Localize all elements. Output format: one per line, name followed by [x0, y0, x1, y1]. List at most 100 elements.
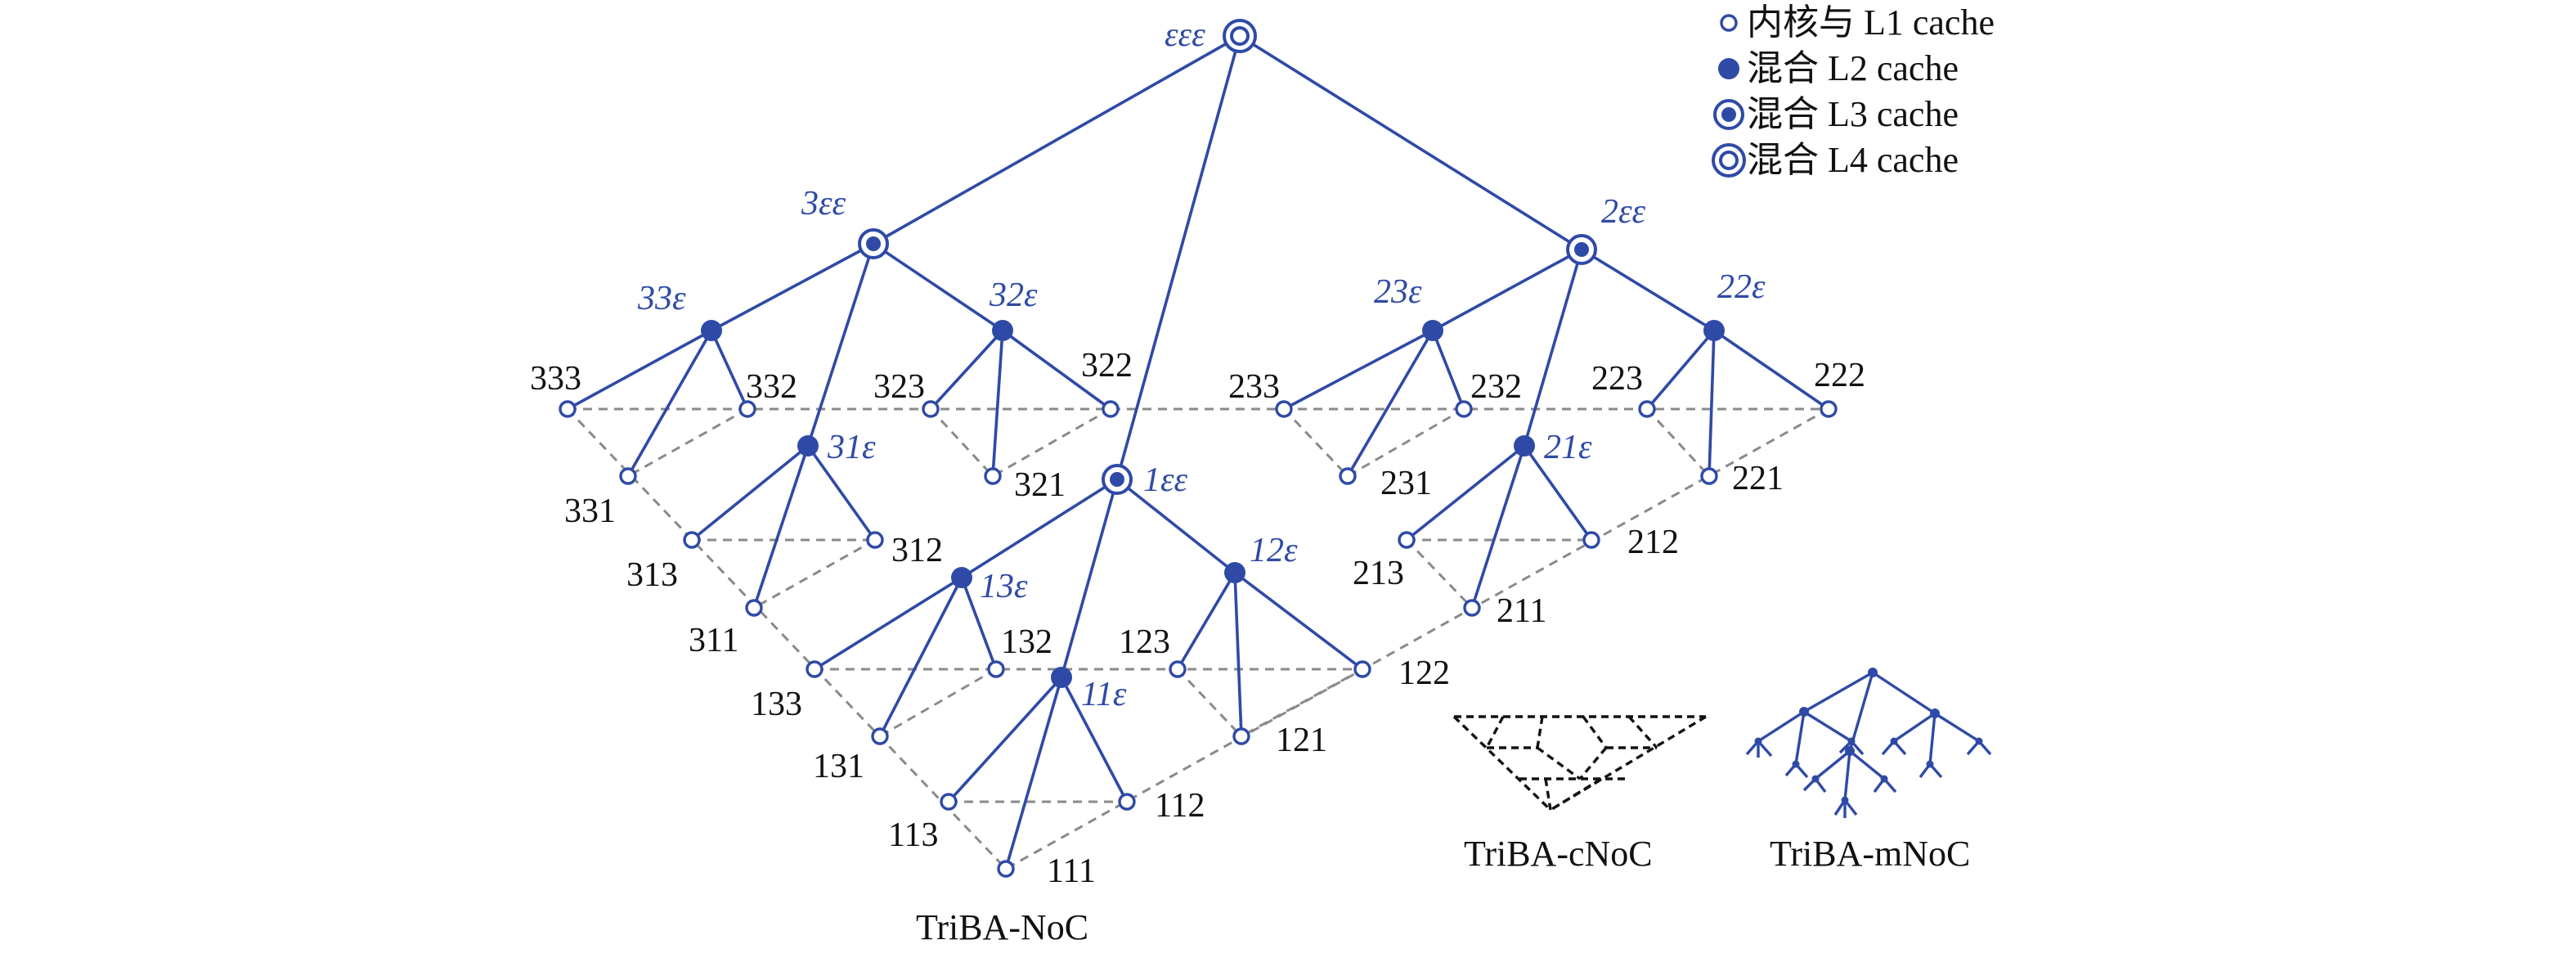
hierarchy-edges: [567, 34, 1830, 870]
label-332: 332: [746, 368, 797, 406]
node-111: [997, 860, 1015, 878]
caption-triba-noc: TriBA-NoC: [916, 907, 1088, 947]
node-23e: [1422, 320, 1443, 341]
node-2ee: [1566, 234, 1597, 265]
mesh-dashed-lines: [566, 407, 1829, 870]
label-1ee: 1εε: [1143, 461, 1188, 499]
label-123: 123: [1119, 623, 1170, 661]
legend-l1-icon: [1720, 14, 1738, 32]
node-233: [1275, 400, 1293, 418]
node-322: [1102, 400, 1120, 418]
label-322: 322: [1081, 347, 1133, 385]
label-221: 221: [1732, 460, 1784, 497]
node-131: [871, 727, 889, 745]
mini-mnoc-diagram: [1745, 668, 1992, 818]
l1-nodes: [559, 400, 1838, 878]
node-13e: [951, 567, 972, 588]
label-323: 323: [873, 368, 925, 406]
node-132: [987, 660, 1005, 678]
node-213: [1398, 531, 1416, 549]
mini-cnoc-diagram: [1452, 715, 1707, 812]
legend-l3-icon-dot: [1721, 107, 1736, 122]
legend-l1-label: 内核与 L1 cache: [1747, 2, 1995, 43]
label-21e: 21ε: [1544, 429, 1592, 466]
label-22e: 22ε: [1717, 268, 1766, 306]
legend-item-l1: 内核与 L1 cache: [1720, 2, 1995, 43]
legend-l4-icon-inner: [1719, 151, 1739, 170]
label-32e: 32ε: [989, 277, 1038, 314]
legend-item-l2: 混合 L2 cache: [1718, 48, 1959, 88]
label-133: 133: [751, 686, 802, 723]
node-333: [559, 400, 577, 418]
node-121: [1232, 727, 1250, 745]
node-3ee: [858, 228, 889, 259]
node-31e: [797, 435, 819, 457]
label-12e: 12ε: [1250, 532, 1298, 569]
label-222: 222: [1814, 357, 1865, 394]
legend-item-l4: 混合 L4 cache: [1712, 140, 1959, 180]
node-1ee: [1102, 464, 1133, 495]
label-223: 223: [1591, 360, 1643, 398]
node-331: [619, 467, 637, 485]
label-13e: 13ε: [980, 568, 1028, 605]
label-33e: 33ε: [637, 280, 686, 317]
node-32e: [992, 320, 1013, 341]
label-321: 321: [1014, 466, 1066, 504]
legend-l4-label: 混合 L4 cache: [1747, 140, 1959, 180]
node-12e: [1224, 562, 1245, 583]
label-3ee: 3εε: [801, 185, 846, 223]
label-113: 113: [888, 816, 938, 854]
node-33e: [701, 320, 722, 341]
label-31e: 31ε: [827, 429, 876, 466]
node-211: [1463, 599, 1481, 617]
legend-l3-label: 混合 L3 cache: [1747, 94, 1959, 134]
legend-l2-label: 混合 L2 cache: [1747, 48, 1959, 88]
node-231: [1339, 467, 1357, 485]
label-331: 331: [564, 492, 616, 530]
legend-item-l3: 混合 L3 cache: [1713, 94, 1959, 134]
label-212: 212: [1627, 524, 1679, 561]
node-312: [866, 531, 884, 549]
caption-triba-cnoc: TriBA-cNoC: [1464, 834, 1653, 874]
label-11e: 11ε: [1081, 676, 1127, 713]
node-22e: [1703, 320, 1725, 341]
label-2ee: 2εε: [1601, 193, 1646, 231]
label-root: εεε: [1165, 16, 1205, 54]
cache-labels: εεε 3εε 2εε 1εε 33ε 32ε 31ε 23ε 22ε 21ε …: [637, 16, 1766, 713]
caption-triba-mnoc: TriBA-mNoC: [1770, 834, 1970, 874]
label-231: 231: [1380, 465, 1432, 502]
label-211: 211: [1497, 592, 1546, 630]
node-221: [1700, 467, 1718, 485]
l3-nodes: [858, 228, 1597, 495]
node-133: [806, 660, 824, 678]
node-122: [1353, 660, 1371, 678]
mini-mnoc-nodes: [1754, 668, 1983, 804]
node-11e: [1051, 667, 1072, 688]
label-233: 233: [1228, 368, 1280, 406]
l2-nodes: [701, 320, 1725, 688]
node-root: [1223, 19, 1257, 53]
label-23e: 23ε: [1374, 273, 1422, 311]
node-222: [1820, 400, 1838, 418]
label-311: 311: [689, 622, 738, 659]
node-321: [984, 467, 1002, 485]
node-311: [745, 599, 763, 617]
node-232: [1455, 400, 1473, 418]
node-212: [1582, 531, 1600, 549]
node-223: [1638, 400, 1656, 418]
node-332: [738, 400, 756, 418]
label-132: 132: [1001, 623, 1052, 661]
label-131: 131: [813, 748, 864, 785]
label-122: 122: [1398, 654, 1450, 692]
legend-l2-icon: [1718, 58, 1739, 79]
node-123: [1169, 660, 1187, 678]
core-labels: 333 332 331 323 322 321 313 312 311 233 …: [530, 347, 1865, 890]
node-21e: [1514, 435, 1535, 457]
node-113: [940, 793, 958, 811]
label-112: 112: [1155, 787, 1205, 825]
label-111: 111: [1047, 852, 1096, 890]
node-313: [683, 531, 701, 549]
label-313: 313: [626, 556, 678, 594]
legend: 内核与 L1 cache 混合 L2 cache 混合 L3 cache 混合 …: [1712, 2, 1995, 180]
